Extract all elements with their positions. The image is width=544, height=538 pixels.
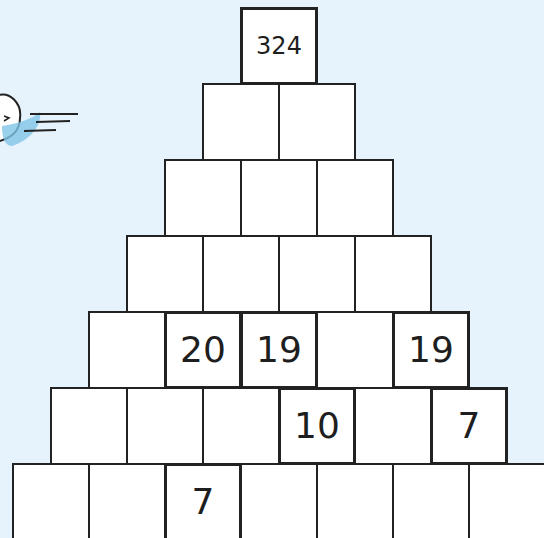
pyramid-number: 7	[192, 484, 215, 520]
number-box: 19	[393, 312, 469, 388]
empty-boxes	[13, 8, 544, 538]
number-box: 10	[279, 388, 355, 464]
pyramid-number: 19	[256, 332, 302, 368]
pyramid-number: 20	[180, 332, 226, 368]
pyramid-number: 19	[408, 332, 454, 368]
number-box: 19	[241, 312, 317, 388]
number-box: 324	[241, 8, 317, 84]
number-box: 7	[165, 464, 241, 538]
pyramid-number: 7	[458, 408, 481, 444]
number-box: 7	[431, 388, 507, 464]
pyramid-number: 10	[294, 408, 340, 444]
number-box: 20	[165, 312, 241, 388]
pyramid-number: 324	[256, 34, 302, 58]
bird-doodle	[0, 95, 78, 146]
